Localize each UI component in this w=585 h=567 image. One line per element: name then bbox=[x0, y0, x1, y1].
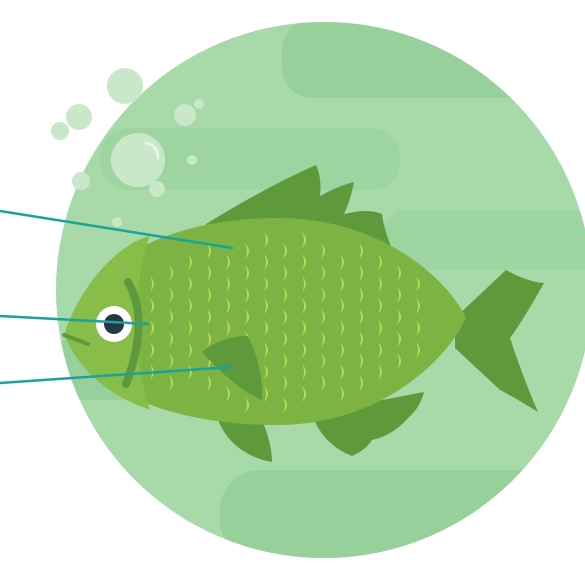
bubble-icon bbox=[66, 104, 92, 130]
bubble-icon bbox=[194, 99, 204, 109]
pupil bbox=[104, 314, 124, 334]
bubble-icon bbox=[72, 172, 90, 190]
bubble-icon bbox=[187, 155, 197, 165]
bubble-icon bbox=[111, 133, 165, 187]
bubble-icon bbox=[112, 217, 122, 227]
bubble-icon bbox=[174, 104, 196, 126]
bubble-icon bbox=[107, 68, 143, 104]
bubble-icon bbox=[149, 181, 165, 197]
bubble-icon bbox=[51, 122, 69, 140]
